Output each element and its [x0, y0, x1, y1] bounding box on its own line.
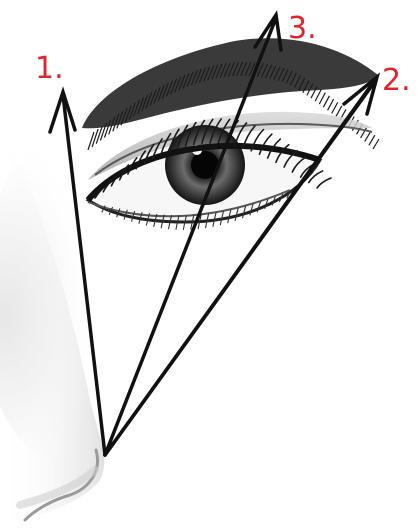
label-point-3: 3.	[288, 11, 317, 46]
arrow-line-2b	[105, 80, 375, 455]
arrowhead-icon	[50, 92, 75, 132]
label-point-2: 2.	[382, 63, 411, 98]
upper-lash	[317, 178, 331, 188]
eye-sketch	[88, 119, 331, 229]
label-point-1: 1.	[35, 51, 64, 86]
